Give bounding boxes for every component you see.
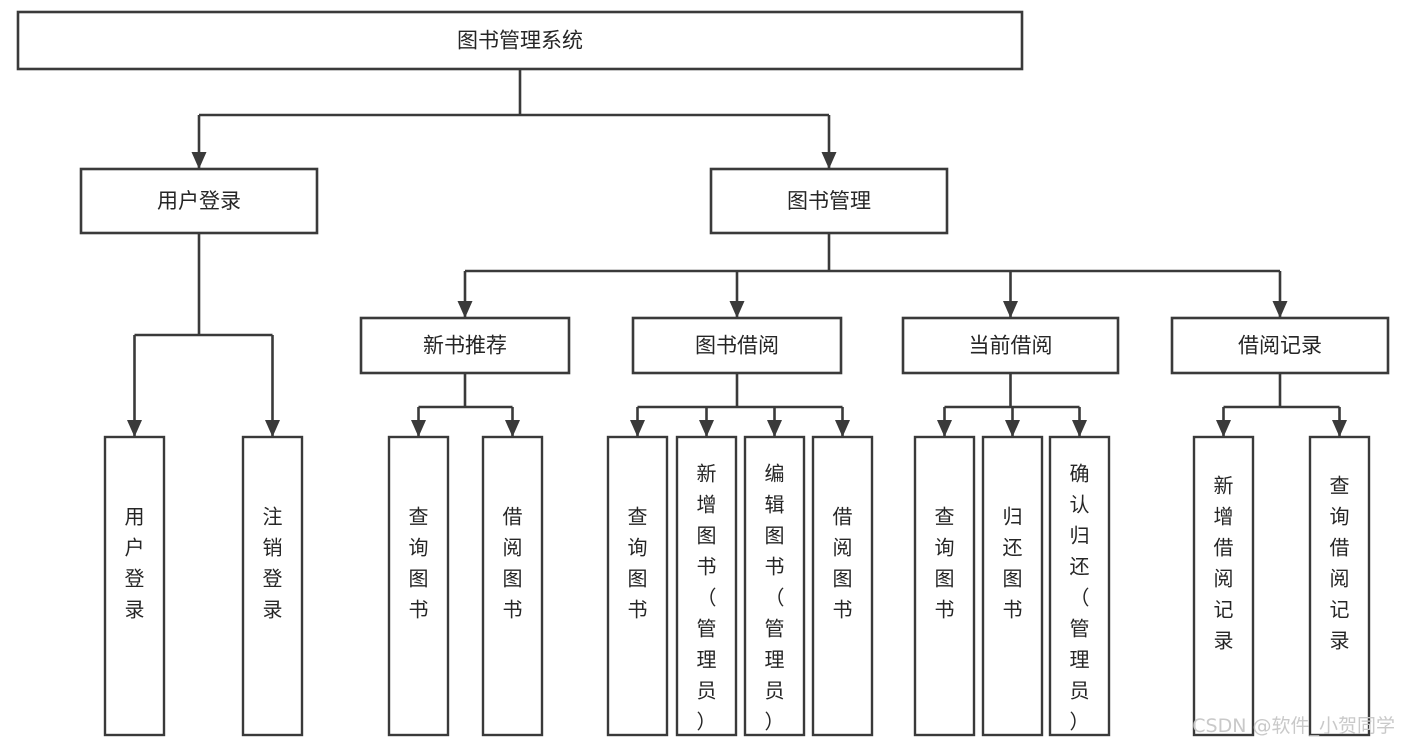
node-rect-leaf-confirm-return-admin <box>1048 435 1111 737</box>
node-rect-book-borrow <box>631 316 843 375</box>
arrow-current-borrow <box>1003 301 1018 318</box>
arrow-leaf-user-login <box>127 420 142 437</box>
node-label-leaf-return-book: 归还图书 <box>1003 504 1023 621</box>
node-borrow-record[interactable]: 借阅记录 <box>1170 316 1390 375</box>
arrow-leaf-edit-book-admin <box>767 420 782 437</box>
node-label-borrow-record: 借阅记录 <box>1238 334 1322 358</box>
node-new-book-recommend[interactable]: 新书推荐 <box>359 316 571 375</box>
node-label-leaf-user-login: 用户登录 <box>125 504 145 621</box>
node-leaf-query-borrow-record[interactable]: 查询借阅记录 <box>1308 435 1371 737</box>
node-label-leaf-user-logout: 注销登录 <box>263 504 283 621</box>
node-label-book-borrow: 图书借阅 <box>695 334 779 358</box>
node-rect-leaf-query-book-current <box>913 435 976 737</box>
node-rect-root <box>16 10 1024 71</box>
arrow-book-management <box>821 152 837 169</box>
arrow-leaf-borrow-book <box>835 420 850 437</box>
arrow-user-login <box>191 152 207 169</box>
node-rect-leaf-borrow-book-recommend <box>481 435 544 737</box>
node-label-leaf-edit-book-admin: 编辑图书（管理员） <box>765 461 785 733</box>
node-label-user-login: 用户登录 <box>157 189 241 213</box>
arrow-leaf-add-borrow-record <box>1216 420 1231 437</box>
node-book-borrow[interactable]: 图书借阅 <box>631 316 843 375</box>
node-book-management[interactable]: 图书管理 <box>709 167 949 235</box>
node-rect-leaf-user-logout <box>241 435 304 737</box>
node-label-leaf-add-book-admin: 新增图书（管理员） <box>697 461 717 733</box>
node-label-leaf-add-borrow-record: 新增借阅记录 <box>1214 473 1234 652</box>
arrow-new-book-recommend <box>457 301 473 318</box>
node-leaf-query-book-current[interactable]: 查询图书 <box>913 435 976 737</box>
node-rect-leaf-edit-book-admin <box>743 435 806 737</box>
arrow-leaf-user-logout <box>265 420 280 437</box>
node-current-borrow[interactable]: 当前借阅 <box>901 316 1120 375</box>
node-rect-leaf-user-login <box>103 435 166 737</box>
node-label-leaf-confirm-return-admin: 确认归还（管理员） <box>1070 461 1090 733</box>
arrow-leaf-query-book-current <box>937 420 952 437</box>
node-user-login[interactable]: 用户登录 <box>79 167 319 235</box>
node-rect-user-login <box>79 167 319 235</box>
connector-lines <box>127 69 1347 437</box>
node-label-new-book-recommend: 新书推荐 <box>423 334 507 358</box>
node-rect-leaf-query-borrow-record <box>1308 435 1371 737</box>
node-root[interactable]: 图书管理系统 <box>16 10 1024 71</box>
arrow-leaf-query-book-borrow <box>630 420 645 437</box>
node-rect-borrow-record <box>1170 316 1390 375</box>
node-label-current-borrow: 当前借阅 <box>969 334 1053 358</box>
node-label-leaf-query-book-recommend: 查询图书 <box>409 504 429 621</box>
arrow-leaf-add-book-admin <box>699 420 714 437</box>
arrow-borrow-record <box>1272 301 1288 318</box>
node-label-leaf-query-book-borrow: 查询图书 <box>628 504 648 621</box>
arrow-leaf-query-borrow-record <box>1332 420 1347 437</box>
node-rect-leaf-return-book <box>981 435 1044 737</box>
node-rect-leaf-add-borrow-record <box>1192 435 1255 737</box>
node-label-leaf-borrow-book-recommend: 借阅图书 <box>503 504 523 621</box>
arrow-leaf-confirm-return-admin <box>1072 420 1087 437</box>
node-leaf-user-logout[interactable]: 注销登录 <box>241 435 304 737</box>
arrow-leaf-query-book-recommend <box>411 420 426 437</box>
node-rect-new-book-recommend <box>359 316 571 375</box>
node-label-book-management: 图书管理 <box>787 189 871 213</box>
node-leaf-user-login[interactable]: 用户登录 <box>103 435 166 737</box>
node-leaf-edit-book-admin[interactable]: 编辑图书（管理员） <box>743 435 806 737</box>
node-boxes: 图书管理系统用户登录图书管理新书推荐图书借阅当前借阅借阅记录用户登录注销登录查询… <box>16 10 1390 737</box>
node-leaf-query-book-recommend[interactable]: 查询图书 <box>387 435 450 737</box>
node-rect-leaf-borrow-book <box>811 435 874 737</box>
node-leaf-add-book-admin[interactable]: 新增图书（管理员） <box>675 435 738 737</box>
node-label-root: 图书管理系统 <box>457 29 583 53</box>
arrow-book-borrow <box>729 301 745 318</box>
arrow-leaf-return-book <box>1005 420 1020 437</box>
node-rect-leaf-query-book-borrow <box>606 435 669 737</box>
node-leaf-confirm-return-admin[interactable]: 确认归还（管理员） <box>1048 435 1111 737</box>
node-leaf-add-borrow-record[interactable]: 新增借阅记录 <box>1192 435 1255 737</box>
node-rect-current-borrow <box>901 316 1120 375</box>
node-label-leaf-query-book-current: 查询图书 <box>935 504 955 621</box>
node-leaf-query-book-borrow[interactable]: 查询图书 <box>606 435 669 737</box>
arrow-leaf-borrow-book-recommend <box>505 420 520 437</box>
node-rect-leaf-query-book-recommend <box>387 435 450 737</box>
node-leaf-borrow-book-recommend[interactable]: 借阅图书 <box>481 435 544 737</box>
node-rect-book-management <box>709 167 949 235</box>
node-label-leaf-borrow-book: 借阅图书 <box>833 504 853 621</box>
node-leaf-borrow-book[interactable]: 借阅图书 <box>811 435 874 737</box>
node-label-leaf-query-borrow-record: 查询借阅记录 <box>1330 473 1350 652</box>
node-rect-leaf-add-book-admin <box>675 435 738 737</box>
node-leaf-return-book[interactable]: 归还图书 <box>981 435 1044 737</box>
